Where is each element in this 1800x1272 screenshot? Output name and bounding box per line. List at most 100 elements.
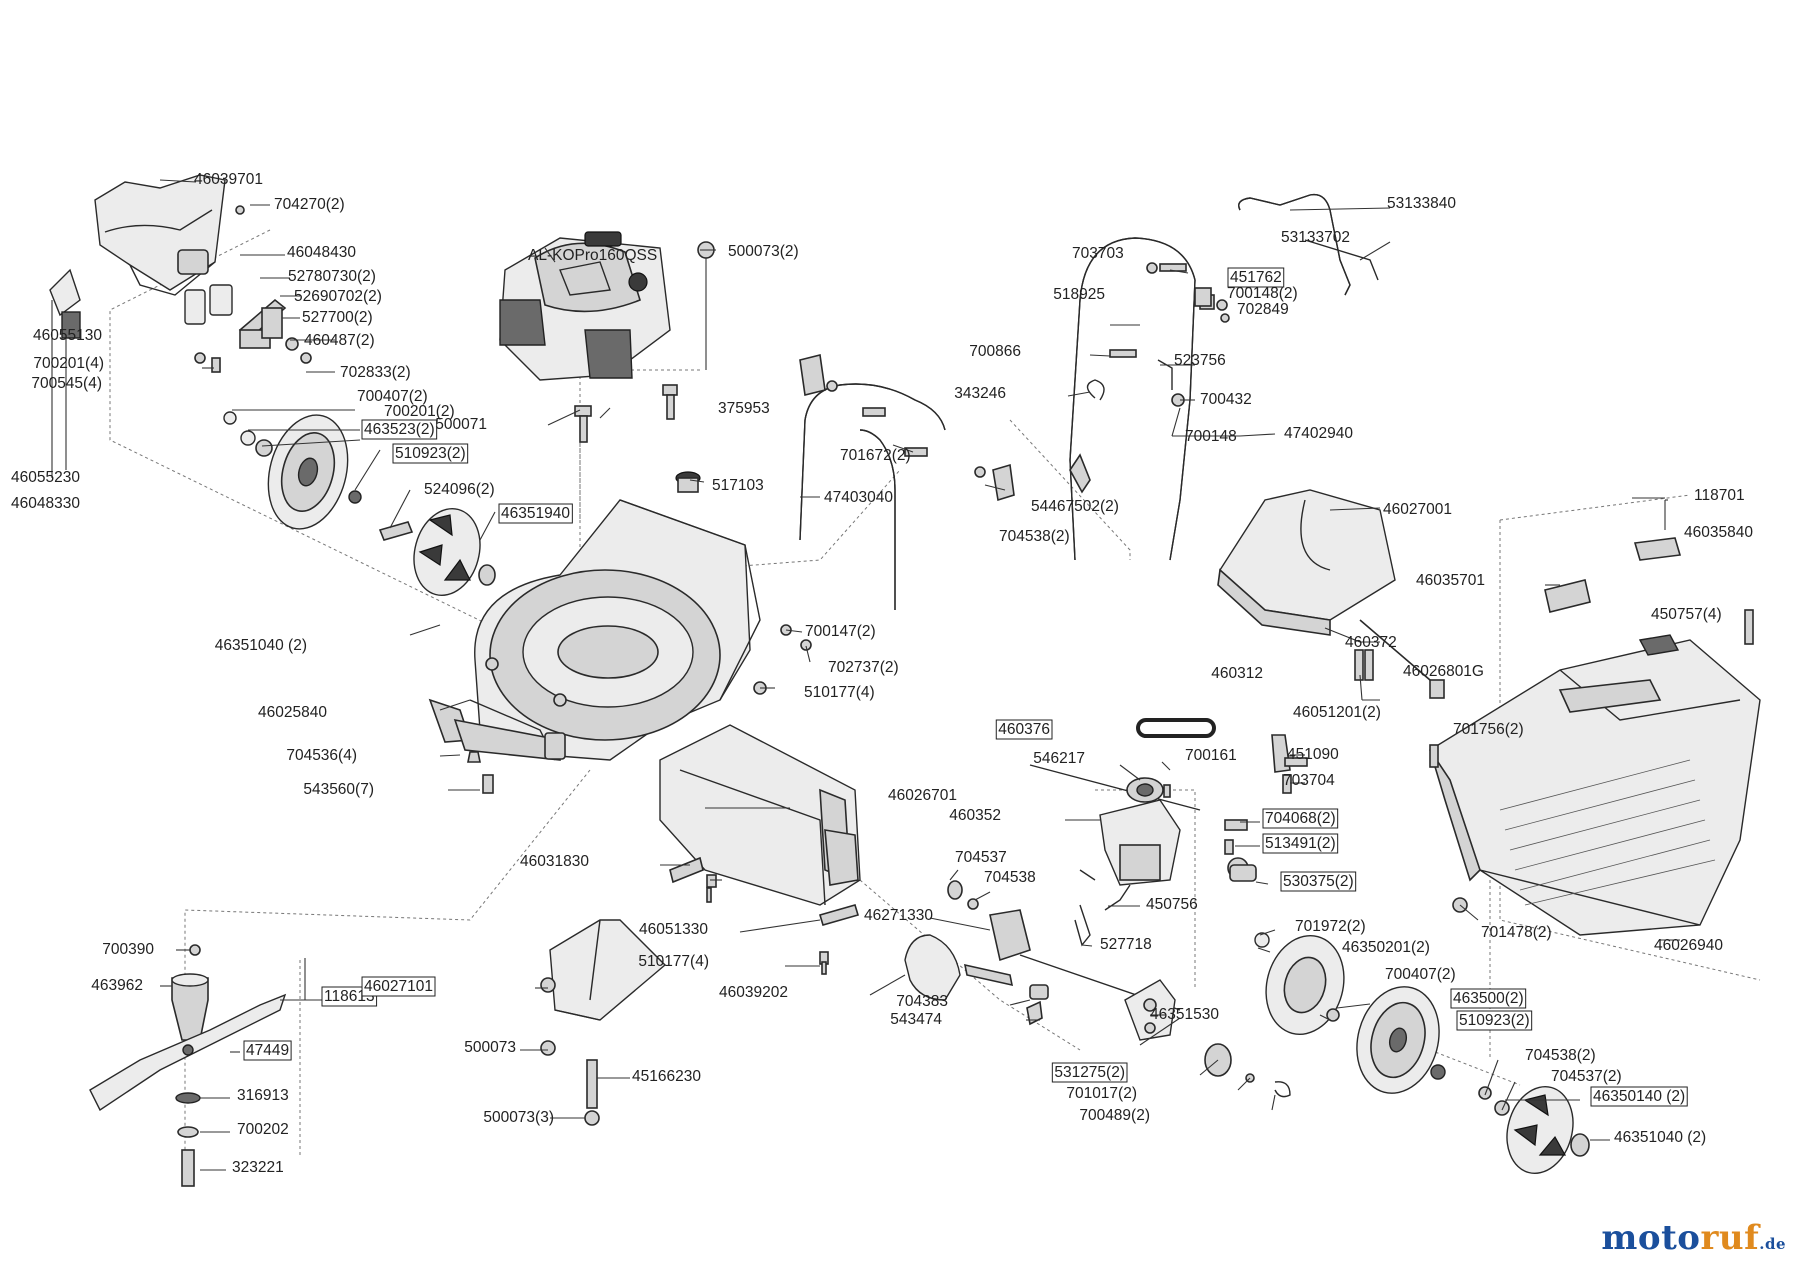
part-label-l38: 451762 — [1227, 267, 1285, 288]
part-label-l78: 510177(4) — [638, 953, 709, 970]
part-label-l10: 700545(4) — [31, 375, 102, 392]
part-number-text: 451090 — [1287, 746, 1339, 763]
part-label-l56: 46026801G — [1403, 663, 1484, 680]
rear-axle-bracket — [1124, 979, 1176, 1041]
part-number-text: 460372 — [1345, 634, 1397, 651]
part-label-l35: 704538(2) — [999, 528, 1070, 545]
part-number-text: 543474 — [890, 1011, 942, 1028]
part-label-l68: 450756 — [1146, 896, 1198, 913]
part-label-l21: AL-KOPro160QSS — [528, 247, 657, 264]
part-number-text: 460352 — [949, 807, 1001, 824]
part-label-l43: 700866 — [969, 343, 1021, 360]
part-number-text: 451762 — [1230, 269, 1282, 286]
part-number-text: 530375(2) — [1283, 873, 1354, 890]
part-number-text: 700432 — [1200, 391, 1252, 408]
part-number-text: 54467502(2) — [1031, 498, 1119, 515]
part-number-text: 704538 — [984, 869, 1036, 886]
part-number-text: 46035701 — [1416, 572, 1485, 589]
part-label-l63: 703704 — [1283, 772, 1335, 789]
part-label-l86: 510923(2) — [1456, 1010, 1533, 1031]
part-number-text: 701972(2) — [1295, 918, 1366, 935]
part-number-text: 704536(4) — [286, 747, 357, 764]
part-label-l51: 46035840 — [1684, 524, 1753, 541]
part-number-text: 46351040 (2) — [215, 637, 307, 654]
part-number-text: 46048330 — [11, 495, 80, 512]
part-label-l46: 700432 — [1200, 391, 1252, 408]
part-label-l17: 46048330 — [11, 495, 80, 512]
cable-parts — [1086, 262, 1230, 407]
part-number-text: 704537 — [955, 849, 1007, 866]
part-number-text: 700201(2) — [384, 403, 455, 420]
part-number-box — [1456, 1010, 1533, 1031]
part-number-text: 704537(2) — [1551, 1068, 1622, 1085]
part-number-text: 46025840 — [258, 704, 327, 721]
part-number-text: 46031830 — [520, 853, 589, 870]
part-number-text: 513491(2) — [1265, 835, 1336, 852]
part-label-l16: 46055230 — [11, 469, 80, 486]
part-label-l76: 46271330 — [864, 907, 933, 924]
part-label-l82: 701972(2) — [1295, 918, 1366, 935]
part-label-l94: 46351040 (2) — [1614, 1129, 1706, 1146]
watermark-part2: ruf — [1700, 1218, 1760, 1258]
mulch-plug — [540, 919, 667, 1126]
part-label-l71: 46026940 — [1654, 937, 1723, 954]
part-number-text: 463523(2) — [364, 421, 435, 438]
part-label-l52: 46035701 — [1416, 572, 1485, 589]
part-number-text: 524096(2) — [424, 481, 495, 498]
part-number-box — [1280, 871, 1357, 892]
part-number-text: 46350201(2) — [1342, 939, 1430, 956]
lower-handle — [799, 354, 1015, 610]
part-number-text: 500071 — [435, 416, 487, 433]
part-label-l08: 46055130 — [33, 327, 102, 344]
part-number-text: 46055230 — [11, 469, 80, 486]
part-number-text: 510923(2) — [1459, 1012, 1530, 1029]
part-label-l72: 46026701 — [888, 787, 957, 804]
part-number-text: 463962 — [91, 977, 143, 994]
part-number-text: 46026701 — [888, 787, 957, 804]
part-label-l59: 460376 — [995, 719, 1053, 740]
part-label-l39: 700148(2) — [1227, 285, 1298, 302]
part-number-text: 46048430 — [287, 244, 356, 261]
part-number-text: 704270(2) — [274, 196, 345, 213]
part-label-l60: 546217 — [1033, 750, 1085, 767]
part-number-text: 46026801G — [1403, 663, 1484, 680]
part-number-text: 45166230 — [632, 1068, 701, 1085]
part-number-box — [1262, 808, 1339, 829]
part-number-text: 46026940 — [1654, 937, 1723, 954]
part-number-text: 700866 — [969, 343, 1021, 360]
part-number-text: 704383 — [896, 993, 948, 1010]
part-number-text: 531275(2) — [1054, 1064, 1125, 1081]
part-label-l67: 530375(2) — [1280, 871, 1357, 892]
part-label-l98: 47449 — [243, 1040, 292, 1061]
part-label-l33: 701672(2) — [840, 447, 911, 464]
part-label-l96: 463962 — [91, 977, 143, 994]
part-number-box — [498, 503, 573, 524]
part-number-text: 463500(2) — [1453, 990, 1524, 1007]
part-label-l95: 700390 — [102, 941, 154, 958]
part-label-l11: 702833(2) — [340, 364, 411, 381]
part-number-text: 118701 — [1694, 487, 1745, 504]
part-number-text: 700407(2) — [357, 388, 428, 405]
part-label-l87: 46351530 — [1150, 1006, 1219, 1023]
part-label-l41: 53133840 — [1387, 195, 1456, 212]
grass-box — [1429, 634, 1761, 936]
part-label-l15: 510923(2) — [392, 443, 469, 464]
part-number-text: 375953 — [718, 400, 770, 417]
part-label-l70: 701478(2) — [1481, 924, 1552, 941]
part-number-text: 704538(2) — [1525, 1047, 1596, 1064]
part-label-l62: 451090 — [1287, 746, 1339, 763]
part-label-l58: 701756(2) — [1453, 721, 1524, 738]
part-label-l48: 47402940 — [1284, 425, 1353, 442]
part-number-text: 46055130 — [33, 327, 102, 344]
part-label-l91: 704538(2) — [1525, 1047, 1596, 1064]
part-label-l37: 518925 — [1053, 286, 1105, 303]
part-label-l29: 700147(2) — [805, 623, 876, 640]
part-label-l25: 517103 — [712, 477, 764, 494]
part-number-text: 47449 — [246, 1042, 289, 1059]
part-number-box — [1227, 267, 1285, 288]
part-label-l66: 513491(2) — [1262, 833, 1339, 854]
part-number-text: 700148(2) — [1227, 285, 1298, 302]
part-number-text: 543560(7) — [303, 781, 374, 798]
part-number-text: 701756(2) — [1453, 721, 1524, 738]
height-adjust-brackets — [184, 205, 312, 373]
